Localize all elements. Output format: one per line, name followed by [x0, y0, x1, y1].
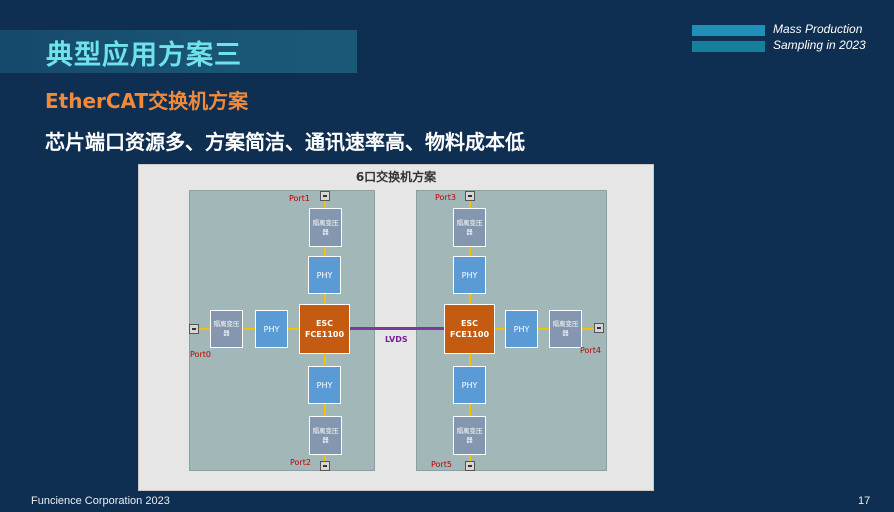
- wire: [199, 328, 210, 330]
- port5-label: Port5: [431, 460, 452, 469]
- slide-title: 典型应用方案三: [46, 40, 242, 71]
- wire: [469, 199, 471, 209]
- wire: [469, 454, 471, 463]
- transformer-port4: 隔离变压器: [549, 310, 582, 348]
- esc-chip-right: ESC FCE1100: [444, 304, 495, 354]
- wire: [582, 328, 594, 330]
- phy-port0: PHY: [255, 310, 288, 348]
- wire: [324, 354, 326, 366]
- esc-label: ESC: [315, 319, 334, 328]
- wire: [324, 404, 326, 416]
- diagram-title: 6口交换机方案: [355, 170, 437, 184]
- rj45-port3-icon: [465, 191, 475, 201]
- phy-port2: PHY: [308, 366, 341, 404]
- feature-bullet: 芯片端口资源多、方案简洁、通讯速率高、物料成本低: [45, 130, 525, 154]
- wire: [324, 454, 326, 463]
- esc-model: FCE1100: [304, 330, 345, 339]
- wire: [324, 294, 326, 304]
- wire: [287, 328, 299, 330]
- wire: [324, 246, 326, 256]
- transformer-port2: 隔离变压器: [309, 416, 342, 455]
- accent-bar-top: [692, 25, 765, 36]
- port2-label: Port2: [290, 458, 311, 467]
- transformer-port1: 隔离变压器: [309, 208, 342, 247]
- wire: [469, 294, 471, 304]
- status-tag-sampling: Sampling in 2023: [773, 38, 866, 52]
- wire: [469, 404, 471, 416]
- port4-label: Port4: [580, 346, 601, 355]
- rj45-port2-icon: [320, 461, 330, 471]
- wire: [538, 328, 549, 330]
- wire: [243, 328, 255, 330]
- port3-label: Port3: [435, 193, 456, 202]
- page-number: 17: [858, 495, 871, 507]
- port1-label: Port1: [289, 194, 310, 203]
- transformer-port5: 隔离变压器: [453, 416, 486, 455]
- rj45-port5-icon: [465, 461, 475, 471]
- footer-company: Funcience Corporation 2023: [31, 495, 170, 507]
- phy-port1: PHY: [308, 256, 341, 294]
- lvds-link: [349, 327, 445, 330]
- rj45-port1-icon: [320, 191, 330, 201]
- transformer-port3: 隔离变压器: [453, 208, 486, 247]
- rj45-port0-icon: [189, 324, 199, 334]
- port0-label: Port0: [190, 350, 211, 359]
- accent-bar-bottom: [692, 41, 765, 52]
- lvds-label: LVDS: [385, 335, 408, 344]
- slide-subtitle: EtherCAT交换机方案: [45, 89, 249, 113]
- transformer-port0: 隔离变压器: [210, 310, 243, 348]
- wire: [469, 354, 471, 366]
- esc-model: FCE1100: [449, 330, 490, 339]
- title-band: [0, 30, 357, 73]
- phy-port4: PHY: [505, 310, 538, 348]
- rj45-port4-icon: [594, 323, 604, 333]
- esc-label: ESC: [460, 319, 479, 328]
- phy-port5: PHY: [453, 366, 486, 404]
- status-tag-mass-production: Mass Production: [773, 22, 863, 36]
- esc-chip-left: ESC FCE1100: [299, 304, 350, 354]
- wire: [469, 246, 471, 256]
- phy-port3: PHY: [453, 256, 486, 294]
- wire: [324, 199, 326, 209]
- wire: [495, 328, 506, 330]
